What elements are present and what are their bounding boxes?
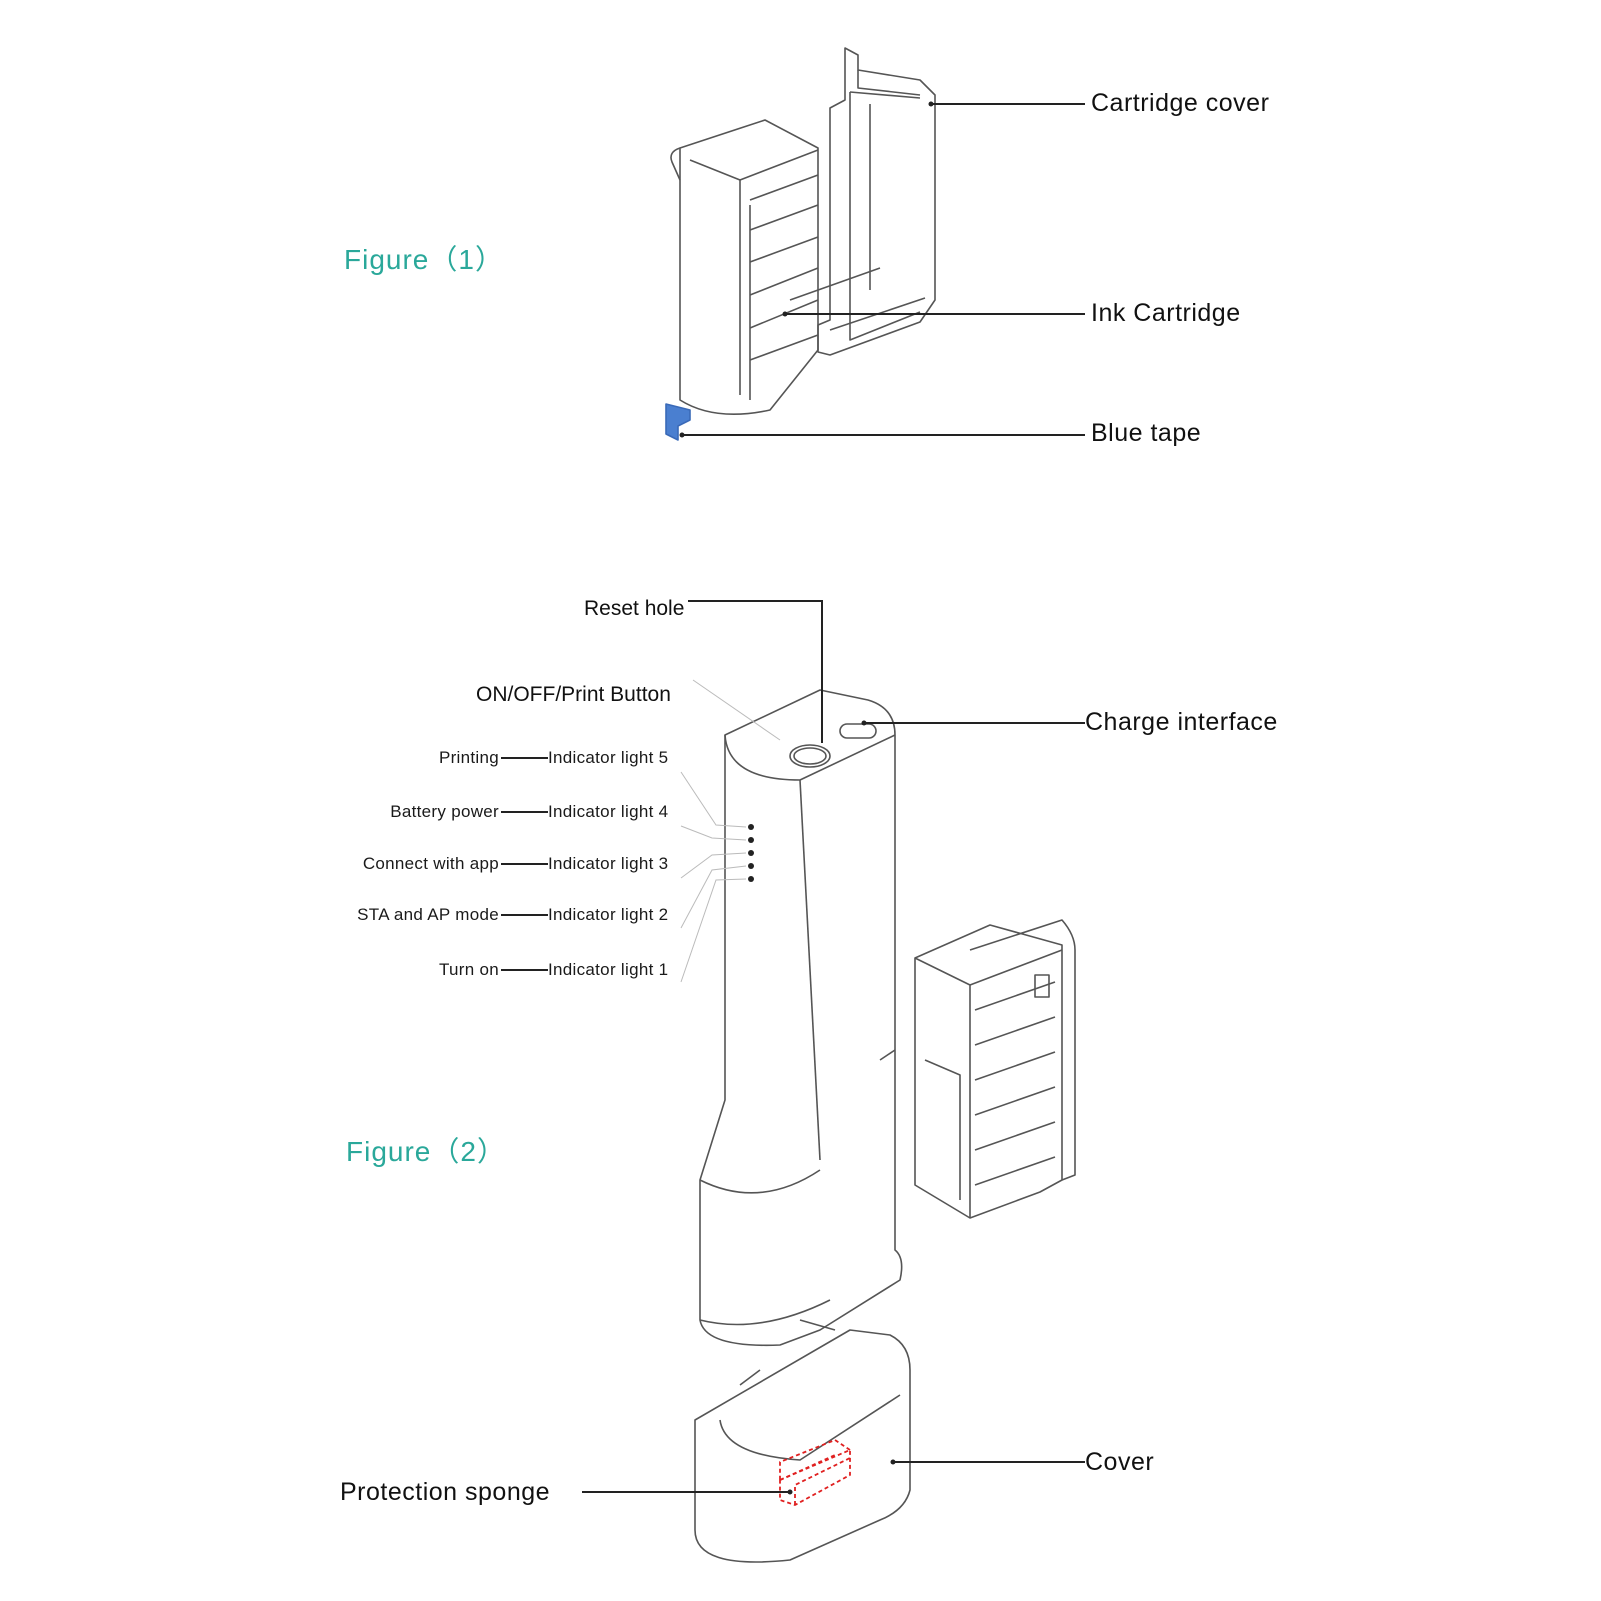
cartridge-cover-drawing [817, 47, 936, 356]
label-cover: Cover [1085, 1448, 1155, 1476]
ink-cartridge-drawing [670, 119, 881, 415]
indicator-light-2: Indicator light 2 [548, 905, 669, 924]
label-cartridge-cover: Cartridge cover [1091, 89, 1270, 117]
printer-cartridge-drawing [914, 919, 1076, 1219]
label-charge-interface: Charge interface [1085, 708, 1278, 736]
blue-tape-shape [665, 403, 691, 441]
indicator-function-5: Printing [438, 748, 499, 767]
leader-reset-hole [688, 600, 823, 743]
indicator-function-4: Battery power [390, 802, 499, 821]
indicator-function-3: Connect with app [362, 854, 499, 873]
indicator-function-2: STA and AP mode [357, 905, 499, 924]
indicator-connector-lines [680, 679, 781, 983]
indicator-function-1: Turn on [438, 960, 499, 979]
label-protection-sponge: Protection sponge [340, 1478, 551, 1506]
indicator-dots [748, 824, 754, 882]
figure-2-title: Figure（2） [346, 1136, 506, 1167]
label-reset-hole: Reset hole [584, 597, 685, 620]
protection-sponge-drawing [779, 1439, 851, 1506]
label-ink-cartridge: Ink Cartridge [1091, 299, 1241, 327]
figure-1-title: Figure（1） [344, 244, 504, 275]
indicator-light-1: Indicator light 1 [548, 960, 669, 979]
bottom-cover-drawing [694, 1319, 911, 1563]
indicator-light-5: Indicator light 5 [548, 748, 669, 767]
indicator-light-3: Indicator light 3 [548, 854, 669, 873]
label-blue-tape: Blue tape [1091, 419, 1202, 447]
label-power-button: ON/OFF/Print Button [476, 683, 671, 706]
indicator-light-4: Indicator light 4 [548, 802, 669, 821]
printer-body-drawing [699, 689, 903, 1347]
